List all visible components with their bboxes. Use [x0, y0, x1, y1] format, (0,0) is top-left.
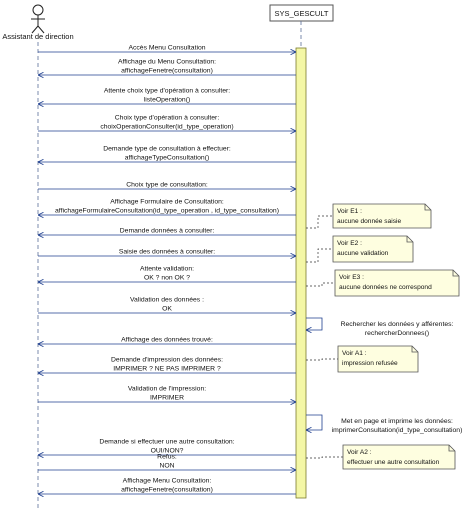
message: Saisie des données à consulter: [38, 249, 296, 257]
message-label: OUI/NON? [151, 448, 184, 455]
note-box [334, 269, 460, 297]
message-label: Demande si effectuer une autre consultat… [99, 439, 234, 446]
message-label: Refus: [157, 454, 177, 461]
self-call: Rechercher les données y afférentes: rech… [306, 317, 454, 337]
actor-label: Assistant de direction [2, 32, 73, 41]
message: Attente validation: OK ? non OK ? [38, 266, 296, 283]
message-label: Validation de l'impression: [128, 386, 206, 393]
self-call-label: Rechercher les données y afférentes: [341, 321, 454, 328]
message-label: choixOperationConsulter(id_type_operatio… [100, 124, 233, 131]
note-text: effectuer une autre consultation [347, 459, 440, 466]
message: Affichage du Menu Consultation: affichage… [38, 59, 296, 76]
message: Attente choix type d'opération à consult… [38, 88, 296, 105]
message: Demande type de consultation à effectuer… [38, 146, 296, 163]
message: Accès Menu Consultation [38, 45, 296, 53]
message: Validation de l'impression: IMPRIMER [38, 386, 296, 403]
self-call-label: imprimerConsultation(id_type_consultatio… [332, 427, 463, 434]
message: Refus: NON [38, 454, 296, 471]
note-connector [306, 248, 333, 263]
message-label: Saisie des données à consulter: [119, 249, 215, 256]
message: Affichage Formulaire de Consultation: aff… [38, 199, 296, 216]
message-label: IMPRIMER ? NE PAS IMPRIMER ? [113, 366, 221, 373]
message: Demande d'impression des données: IMPRIME… [38, 357, 296, 374]
note-fold [411, 346, 418, 353]
note: Voir A2 : effectuer une autre consultatio… [306, 444, 456, 470]
message-label: Affichage du Menu Consultation: [118, 59, 216, 66]
note-title: Voir A1 : [342, 350, 367, 357]
message-label: Demande type de consultation à effectuer… [103, 146, 231, 153]
system-activation-bar [295, 47, 307, 499]
message-label: Affichage Formulaire de Consultation: [110, 199, 224, 206]
self-call: Met en page et imprime les données: impri… [306, 414, 463, 434]
message-label: NON [159, 463, 174, 470]
note: Voir E3 : aucune données ne correspond [306, 269, 460, 297]
system-box [269, 4, 334, 22]
message: Validation des données : OK [38, 297, 296, 314]
message-label: affichageFormulaireConsultation(id_type_… [55, 208, 279, 215]
message-label: affichageFenetre(consultation) [121, 68, 213, 75]
note-fold [406, 236, 413, 243]
note-text: aucune donnée saisie [337, 218, 401, 225]
message-label: listeOperation() [144, 97, 190, 104]
note: Voir A1 : impression refusée [306, 345, 419, 373]
note-connector [306, 215, 333, 229]
self-call-arrow [306, 317, 323, 330]
note-connector [306, 358, 338, 361]
message: Demande données à consulter: [38, 228, 296, 236]
message-label: affichageFenetre(consultation) [121, 487, 213, 494]
self-call-label: rechercherDonnees() [365, 330, 429, 337]
message: Choix type d'opération à consulter: choix… [38, 115, 296, 132]
note-fold [448, 445, 455, 452]
message-label: OK ? non OK ? [144, 275, 190, 282]
message-label: OK [162, 306, 172, 313]
message-label: Choix type d'opération à consulter: [115, 115, 220, 122]
note-box [342, 444, 456, 470]
message-label: Attente validation: [140, 266, 194, 273]
note-text: aucune données ne correspond [339, 284, 432, 291]
message: Affichage Menu Consultation: affichageFen… [38, 478, 296, 495]
note: Voir E2 : aucune validation [306, 235, 414, 263]
note-connector [306, 282, 335, 287]
note-title: Voir A2 : [347, 449, 372, 456]
actor-icon [31, 4, 45, 34]
note-text: aucune validation [337, 250, 389, 257]
message-label: Demande données à consulter: [120, 228, 215, 235]
message-label: Choix type de consultation: [126, 182, 208, 189]
message-label: Demande d'impression des données: [111, 357, 223, 364]
self-calls-layer: Rechercher les données y afférentes: rech… [306, 317, 463, 434]
note-box [337, 345, 419, 373]
self-call-label: Met en page et imprime les données: [341, 418, 453, 425]
note: Voir E1 : aucune donnée saisie [306, 203, 432, 229]
note-fold [452, 270, 459, 277]
message: Demande si effectuer une autre consultat… [38, 439, 296, 456]
note-box [332, 203, 432, 229]
message-label: Validation des données : [130, 297, 204, 304]
message-label: affichageTypeConsultation() [125, 155, 210, 162]
note-box [332, 235, 414, 263]
note-title: Voir E3 : [339, 274, 364, 281]
self-call-arrow [306, 414, 323, 430]
system-label: SYS_GESCULT [274, 9, 328, 18]
note-connector [306, 456, 343, 459]
message-label: Affichage des données trouvé: [121, 337, 213, 344]
note-title: Voir E1 : [337, 208, 362, 215]
message: Affichage des données trouvé: [38, 337, 296, 345]
message-label: Affichage Menu Consultation: [123, 478, 212, 485]
message-label: Attente choix type d'opération à consult… [104, 88, 230, 95]
note-fold [424, 204, 431, 211]
note-text: impression refusée [342, 360, 398, 367]
message-label: IMPRIMER [150, 395, 184, 402]
message-label: Accès Menu Consultation [128, 45, 205, 52]
message: Choix type de consultation: [38, 182, 296, 190]
note-title: Voir E2 : [337, 240, 362, 247]
